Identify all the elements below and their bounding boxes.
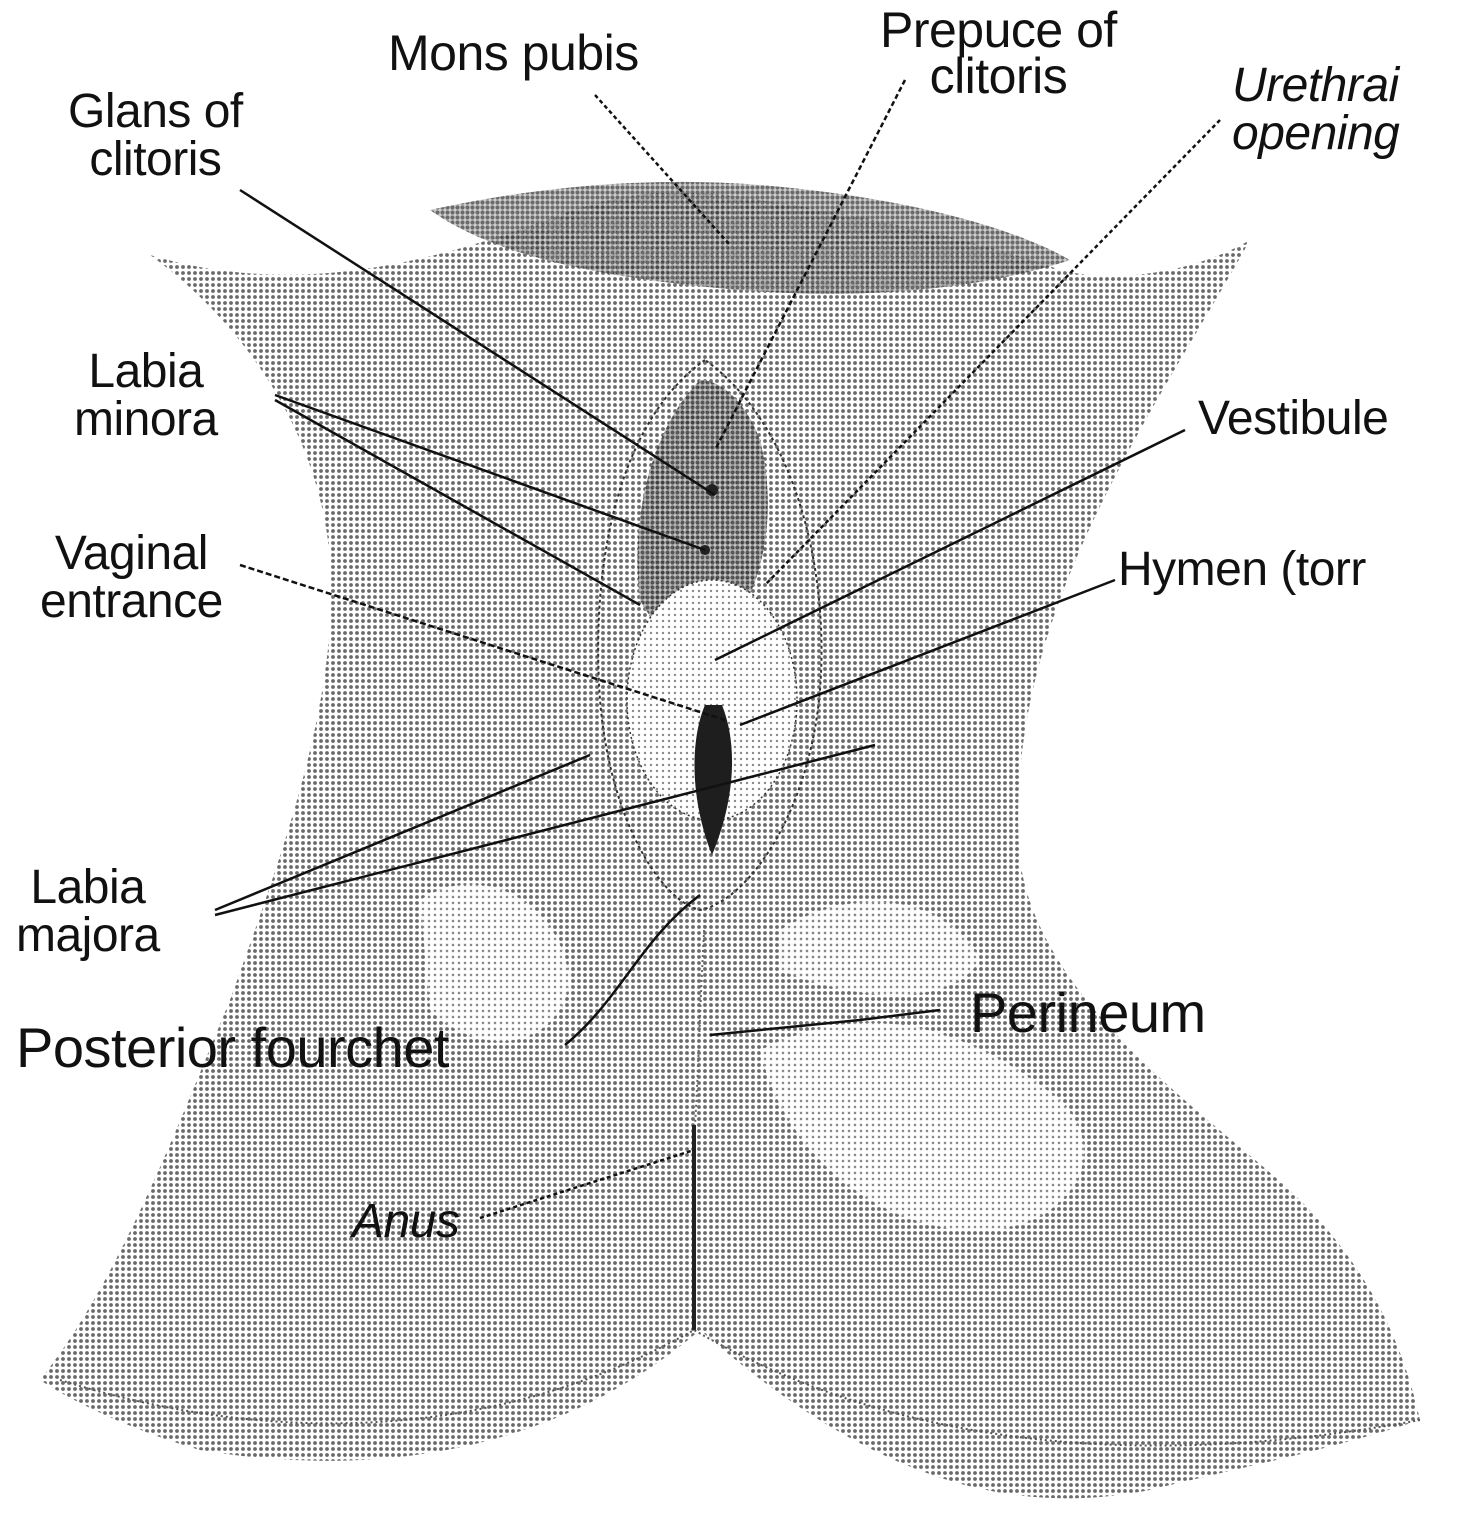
label-mons-pubis: Mons pubis <box>388 28 639 78</box>
label-posterior-fourchet: Posterior fourchet <box>16 1020 449 1076</box>
label-anus: Anus <box>352 1198 459 1246</box>
label-hymen: Hymen (torr <box>1118 546 1366 594</box>
label-urethral-opening: Urethrai opening <box>1232 62 1399 158</box>
label-perineum: Perineum <box>970 985 1206 1041</box>
label-labia-majora: Labia majora <box>16 864 160 960</box>
label-labia-minora: Labia minora <box>74 348 218 444</box>
label-glans-of-clitoris: Glans of clitoris <box>68 88 243 184</box>
label-vaginal-entrance: Vaginal entrance <box>40 530 223 626</box>
label-prepuce-of-clitoris: Prepuce of clitoris <box>880 5 1117 101</box>
label-vestibule: Vestibule <box>1198 395 1388 443</box>
